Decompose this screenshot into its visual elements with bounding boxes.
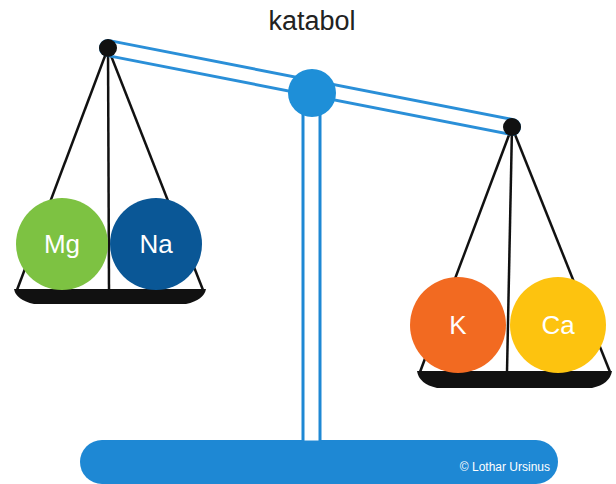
pivot-dot bbox=[503, 118, 521, 136]
beam-outline bbox=[108, 48, 512, 127]
pan-strings bbox=[17, 48, 610, 372]
string bbox=[108, 48, 203, 290]
beam-inner bbox=[108, 48, 512, 127]
text-holder: Na bbox=[139, 231, 172, 257]
text-holder: Mg bbox=[44, 231, 80, 257]
circle-fill bbox=[16, 198, 108, 290]
string bbox=[17, 48, 108, 290]
circle-fill bbox=[410, 277, 506, 373]
scale-base bbox=[80, 440, 558, 484]
pivot-dot bbox=[99, 39, 117, 57]
string bbox=[108, 48, 109, 290]
element-symbol: K bbox=[449, 312, 466, 338]
text-holder: K bbox=[449, 312, 466, 338]
circle-fill bbox=[110, 198, 202, 290]
left-pan bbox=[14, 289, 206, 304]
element-symbol: Na bbox=[139, 231, 172, 257]
circle-fill bbox=[510, 277, 606, 373]
element-symbol: Ca bbox=[541, 312, 574, 338]
diagram-title: katabol bbox=[268, 8, 355, 35]
element-circle: Mg bbox=[16, 198, 108, 290]
element-symbol: Mg bbox=[44, 231, 80, 257]
element-circle: Na bbox=[110, 198, 202, 290]
center-pivot bbox=[288, 69, 336, 117]
element-circle: K bbox=[410, 277, 506, 373]
text-holder: Ca bbox=[541, 312, 574, 338]
copyright-note: © Lothar Ursinus bbox=[460, 461, 550, 473]
element-circle: Ca bbox=[510, 277, 606, 373]
right-pan bbox=[417, 371, 612, 388]
scale-pole bbox=[303, 100, 320, 442]
